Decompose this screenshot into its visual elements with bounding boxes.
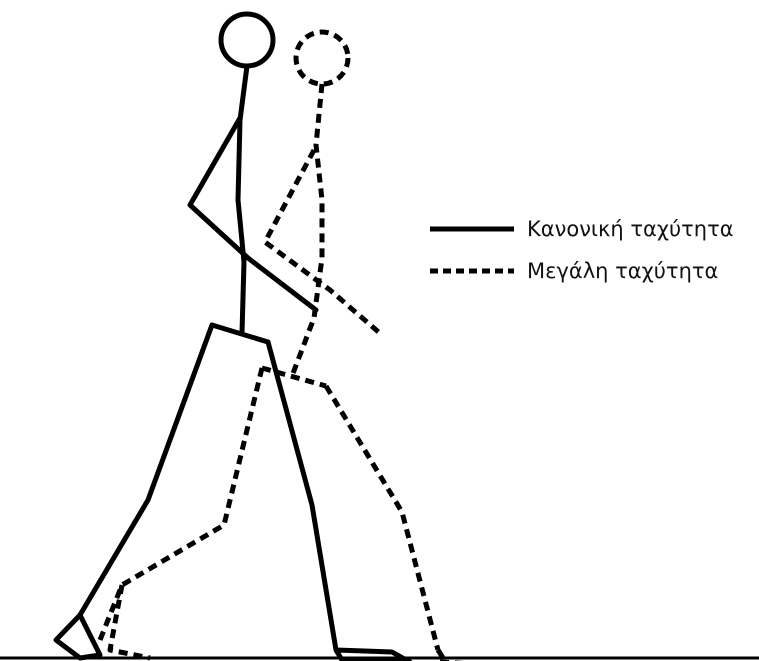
high-trunk <box>292 84 322 376</box>
normal-front-foot <box>336 650 410 661</box>
normal-speed-figure <box>56 14 410 661</box>
normal-rear-foot <box>56 615 100 658</box>
normal-trunk <box>238 66 247 333</box>
normal-arm <box>190 118 316 310</box>
normal-head <box>221 14 273 66</box>
high-front-leg <box>326 386 438 650</box>
high-head <box>296 32 348 84</box>
normal-rear-leg <box>80 325 212 615</box>
legend: Κανονική ταχύτητα Μεγάλη ταχύτητα <box>430 217 734 283</box>
legend-label-normal: Κανονική ταχύτητα <box>527 217 734 241</box>
high-speed-figure <box>100 32 505 661</box>
legend-label-high: Μεγάλη ταχύτητα <box>527 259 718 283</box>
high-arm <box>265 150 382 335</box>
